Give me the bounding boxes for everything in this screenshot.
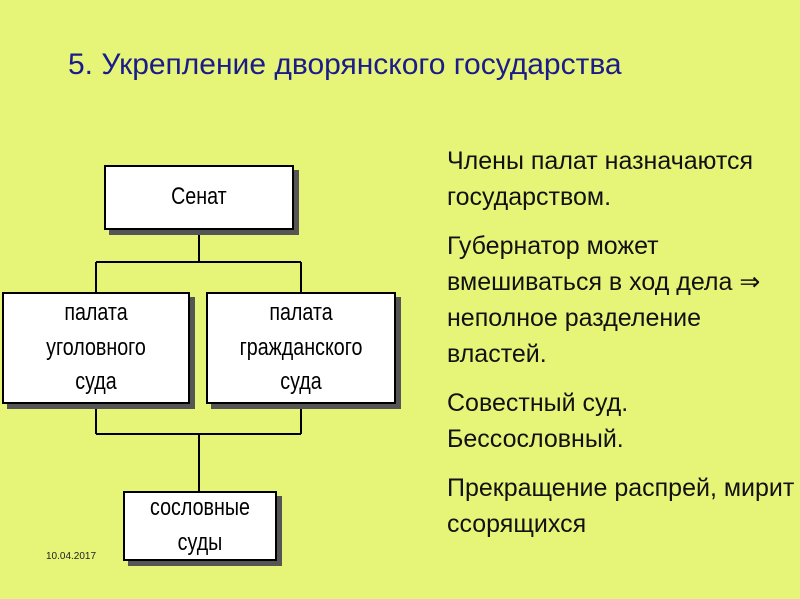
criminal-chamber-box: палата уголовного суда <box>2 292 190 404</box>
senate-box: Сенат <box>104 165 294 230</box>
estate-courts-label: сословные суды <box>150 494 250 556</box>
note-item: Губернатор может вмешиваться в ход дела … <box>447 232 761 368</box>
estate-courts-box: сословные суды <box>123 491 277 561</box>
notes-list: Члены палат назначаются государством. Гу… <box>447 143 797 555</box>
civil-chamber-label: палата гражданского суда <box>239 298 363 396</box>
criminal-chamber-label: палата уголовного суда <box>46 298 146 396</box>
note-item: Совестный суд. Бессословный. <box>447 389 629 453</box>
slide-title: 5. Укрепление дворянского государства <box>68 48 622 81</box>
civil-chamber-box: палата гражданского суда <box>206 292 396 404</box>
note-item: Члены палат назначаются государством. <box>447 147 754 211</box>
slide-date: 10.04.2017 <box>46 551 97 562</box>
note-item: Прекращение распрей, мирит ссорящихся <box>447 474 795 538</box>
senate-label: Сенат <box>171 183 227 211</box>
